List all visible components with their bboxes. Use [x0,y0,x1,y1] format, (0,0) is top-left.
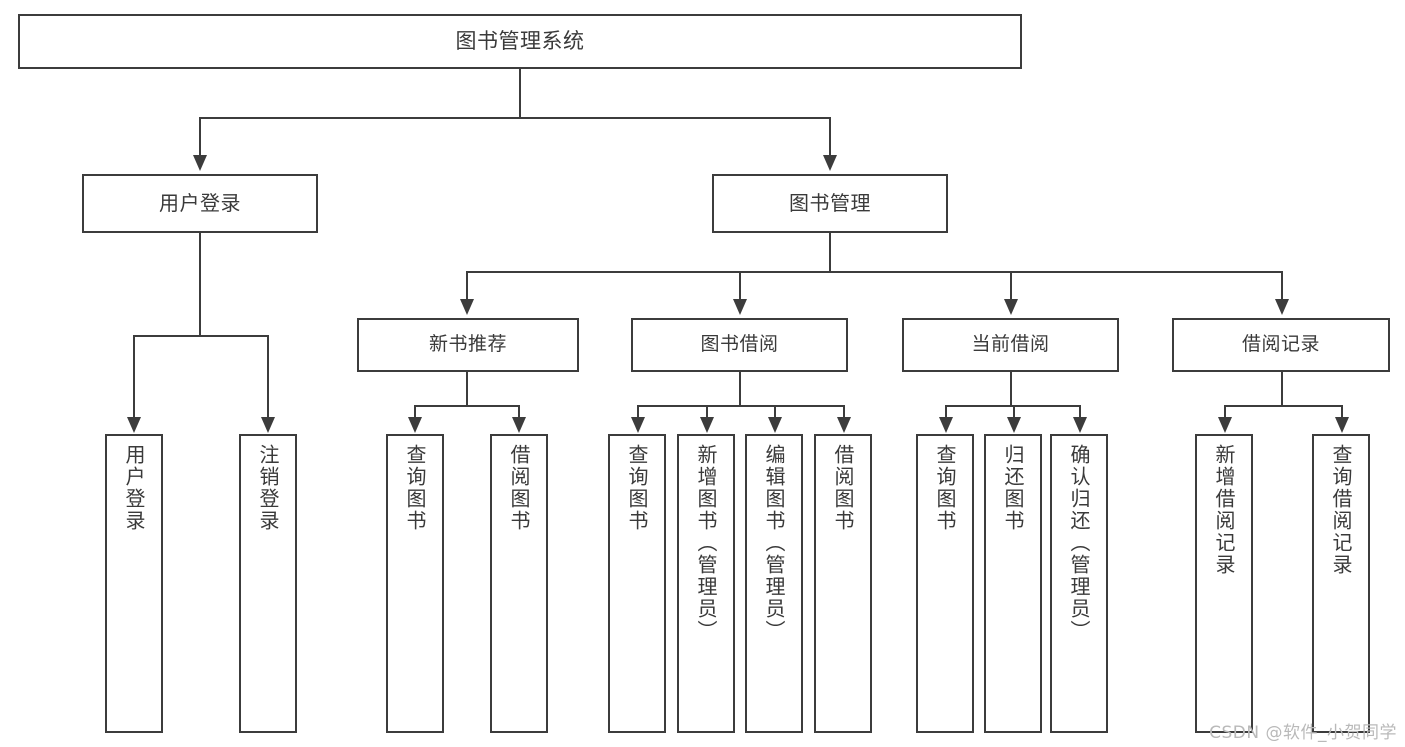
connector-current-borrow-stem [1010,372,1012,405]
arrowhead-user-login-child-2 [261,417,275,433]
connector-user-login-stem [199,233,201,335]
node-label: 图书借阅 [700,333,779,356]
node-label: 用户登录 [159,191,241,215]
leaf-book-borrow-borrow-book[interactable]: 借阅图书 [814,434,872,733]
node-label: 新增图书（管理员） [694,444,718,642]
node-label: 借阅记录 [1241,333,1320,356]
arrowhead-to-new-book-recommend [460,299,474,315]
connector-user-login-bus [133,335,267,337]
node-label: 查询图书 [625,444,649,532]
connector-current-borrow-child-2 [1013,405,1015,419]
node-label: 查询图书 [933,444,957,532]
node-label: 归还图书 [1001,444,1025,532]
connector-current-borrow-child-1 [945,405,947,419]
connector-to-borrow-record [1281,271,1283,301]
arrowhead-borrow-record-child-1 [1218,417,1232,433]
arrowhead-book-borrow-child-4 [837,417,851,433]
leaf-user-login[interactable]: 用户登录 [105,434,163,733]
connector-to-current-borrow [1010,271,1012,301]
arrowhead-current-borrow-child-1 [939,417,953,433]
node-label: 查询借阅记录 [1329,444,1353,576]
node-label: 编辑图书（管理员） [762,444,786,642]
leaf-book-borrow-query-book[interactable]: 查询图书 [608,434,666,733]
watermark-text: CSDN @软件_小贺同学 [1209,723,1397,743]
node-root-book-management-system[interactable]: 图书管理系统 [18,14,1022,69]
arrowhead-to-book-management [823,155,837,171]
leaf-borrow-record-query-record[interactable]: 查询借阅记录 [1312,434,1370,733]
connector-new-book-stem [466,372,468,405]
connector-to-book-management [829,117,831,157]
connector-book-borrow-child-3 [774,405,776,419]
arrowhead-to-book-borrow [733,299,747,315]
connector-book-borrow-child-1 [637,405,639,419]
leaf-logout-login[interactable]: 注销登录 [239,434,297,733]
leaf-current-borrow-confirm-return[interactable]: 确认归还（管理员） [1050,434,1108,733]
leaf-current-borrow-return-book[interactable]: 归还图书 [984,434,1042,733]
connector-new-book-child-1 [414,405,416,419]
leaf-borrow-record-add-record[interactable]: 新增借阅记录 [1195,434,1253,733]
node-label: 查询图书 [403,444,427,532]
connector-to-book-borrow [739,271,741,301]
node-label: 注销登录 [256,444,280,532]
node-label: 借阅图书 [507,444,531,532]
arrowhead-current-borrow-child-3 [1073,417,1087,433]
connector-user-login-child-2 [267,335,269,419]
connector-book-management-stem [829,233,831,271]
node-label: 用户登录 [122,444,146,532]
arrowhead-book-borrow-child-2 [700,417,714,433]
arrowhead-user-login-child-1 [127,417,141,433]
arrowhead-borrow-record-child-2 [1335,417,1349,433]
connector-to-new-book-recommend [466,271,468,301]
node-label: 确认归还（管理员） [1067,444,1091,642]
leaf-current-borrow-query-book[interactable]: 查询图书 [916,434,974,733]
arrowhead-current-borrow-child-2 [1007,417,1021,433]
leaf-book-borrow-add-book[interactable]: 新增图书（管理员） [677,434,735,733]
connector-borrow-record-child-2 [1341,405,1343,419]
node-user-login[interactable]: 用户登录 [82,174,318,233]
arrowhead-new-book-child-2 [512,417,526,433]
arrowhead-to-current-borrow [1004,299,1018,315]
connector-new-book-bus [414,405,518,407]
node-label: 新增借阅记录 [1212,444,1236,576]
connector-book-borrow-bus [637,405,843,407]
connector-current-borrow-child-3 [1079,405,1081,419]
connector-user-login-child-1 [133,335,135,419]
node-label: 借阅图书 [831,444,855,532]
node-label: 图书管理系统 [455,29,585,54]
node-label: 当前借阅 [971,333,1050,356]
node-borrow-record[interactable]: 借阅记录 [1172,318,1390,372]
node-label: 图书管理 [789,191,871,215]
arrowhead-to-borrow-record [1275,299,1289,315]
connector-current-borrow-bus [945,405,1079,407]
connector-to-user-login [199,117,201,157]
arrowhead-new-book-child-1 [408,417,422,433]
connector-borrow-record-bus [1224,405,1341,407]
arrowhead-to-user-login [193,155,207,171]
arrowhead-book-borrow-child-1 [631,417,645,433]
node-new-book-recommend[interactable]: 新书推荐 [357,318,579,372]
leaf-new-book-query-book[interactable]: 查询图书 [386,434,444,733]
node-label: 新书推荐 [428,333,507,356]
node-book-borrow[interactable]: 图书借阅 [631,318,848,372]
connector-root-bus [199,117,831,119]
connector-book-borrow-child-4 [843,405,845,419]
connector-book-borrow-child-2 [706,405,708,419]
arrowhead-book-borrow-child-3 [768,417,782,433]
connector-borrow-record-child-1 [1224,405,1226,419]
node-book-management[interactable]: 图书管理 [712,174,948,233]
node-current-borrow[interactable]: 当前借阅 [902,318,1119,372]
connector-new-book-child-2 [518,405,520,419]
connector-root-stem [519,69,521,117]
connector-book-borrow-stem [739,372,741,405]
connector-book-management-bus [466,271,1281,273]
leaf-new-book-borrow-book[interactable]: 借阅图书 [490,434,548,733]
connector-borrow-record-stem [1281,372,1283,405]
leaf-book-borrow-edit-book[interactable]: 编辑图书（管理员） [745,434,803,733]
